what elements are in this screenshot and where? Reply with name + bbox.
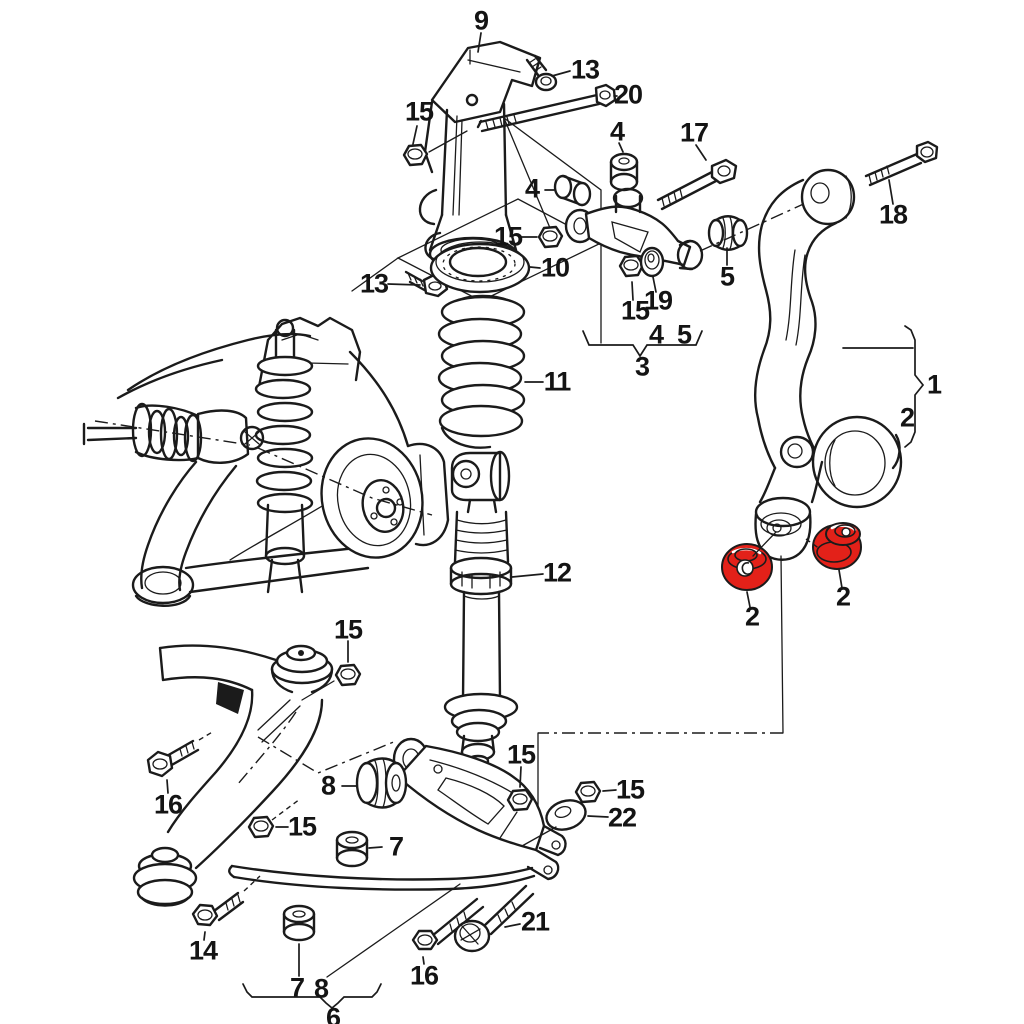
bolt-14 [191, 875, 261, 927]
nut-15-subframe [247, 798, 301, 839]
bolt-16-left [146, 730, 215, 778]
part-label-11-18: 11 [543, 366, 572, 397]
part-label-15-3: 15 [404, 96, 434, 127]
bushing-4-left [553, 174, 592, 207]
part-label-15-13: 15 [620, 295, 650, 326]
part-label-10-9: 10 [540, 252, 570, 283]
bushing-4-top [609, 152, 639, 192]
part-label-8-25: 8 [320, 770, 336, 801]
upper-control-arm-assembly [537, 152, 809, 358]
red-bushing-2-right [812, 522, 862, 570]
bushing-7-upper [335, 830, 369, 868]
washer-22 [521, 799, 587, 847]
nut-15-top [402, 130, 468, 167]
part-label-2-22: 2 [744, 601, 760, 632]
bushing-7-lower [282, 904, 316, 942]
part-label-9-0: 9 [473, 5, 489, 36]
part-label-7-30: 7 [388, 831, 404, 862]
nut-15-arm-top [301, 663, 362, 701]
spring-seat-10 [429, 241, 531, 294]
red-bushing-2-left [721, 543, 773, 591]
part-label-5-10: 5 [719, 261, 735, 292]
curved-link-arm-1 [537, 140, 939, 807]
part-label-13-11: 13 [359, 268, 389, 299]
part-label-16-33: 16 [409, 960, 439, 991]
part-label-14-32: 14 [188, 935, 218, 966]
part-label-4-14: 4 [648, 319, 664, 350]
part-label-1-17: 1 [926, 369, 942, 400]
part-label-3-16: 3 [634, 351, 650, 382]
part-label-15-23: 15 [333, 614, 363, 645]
part-label-4-6: 4 [524, 173, 540, 204]
bracket-3 [582, 330, 703, 358]
part-label-15-26: 15 [615, 774, 645, 805]
part-label-2-21: 2 [835, 581, 851, 612]
part-label-8-35: 8 [313, 973, 329, 1004]
leader-lines [166, 32, 894, 978]
bolt-18 [864, 140, 939, 187]
nut-15-right [574, 780, 602, 804]
part-label-4-4: 4 [609, 116, 625, 147]
part-label-16-27: 16 [153, 789, 183, 820]
part-label-5-15: 5 [676, 319, 692, 350]
bolt-20 [476, 83, 617, 133]
part-label-18-7: 18 [878, 199, 908, 230]
part-label-2-19: 2 [899, 402, 915, 433]
nut-15-above-arm [499, 788, 534, 839]
part-label-20-2: 20 [613, 79, 643, 110]
part-label-15-8: 15 [493, 221, 523, 252]
bushing-5 [707, 215, 749, 251]
bracket-6 [242, 983, 382, 1010]
bracket-1-2 [842, 325, 925, 448]
part-label-15-29: 15 [287, 811, 317, 842]
strut-housing-9 [351, 40, 617, 344]
bolt-16-bottom [411, 897, 485, 951]
subframe-arm [132, 644, 362, 927]
part-label-13-1: 13 [570, 54, 600, 85]
coil-spring-11 [437, 294, 526, 449]
bolt-21 [453, 884, 535, 953]
part-label-17-5: 17 [679, 117, 709, 148]
lower-control-arm-assembly [228, 736, 602, 1010]
part-label-22-28: 22 [607, 802, 637, 833]
washer-19 [639, 246, 665, 278]
shock-absorber-12 [443, 450, 519, 768]
nut-15-under-arm [618, 254, 645, 278]
assembled-suspension-view [82, 316, 450, 607]
bolt-13-top [525, 54, 558, 92]
part-label-15-24: 15 [506, 739, 536, 770]
part-label-21-31: 21 [520, 906, 550, 937]
bolt-17 [656, 158, 738, 211]
nut-15-upper-arm [537, 225, 564, 249]
part-label-19-12: 19 [643, 285, 673, 316]
part-label-6-36: 6 [325, 1002, 341, 1024]
bushing-8 [355, 757, 408, 809]
part-label-12-20: 12 [542, 557, 572, 588]
part-label-7-34: 7 [289, 972, 305, 1003]
